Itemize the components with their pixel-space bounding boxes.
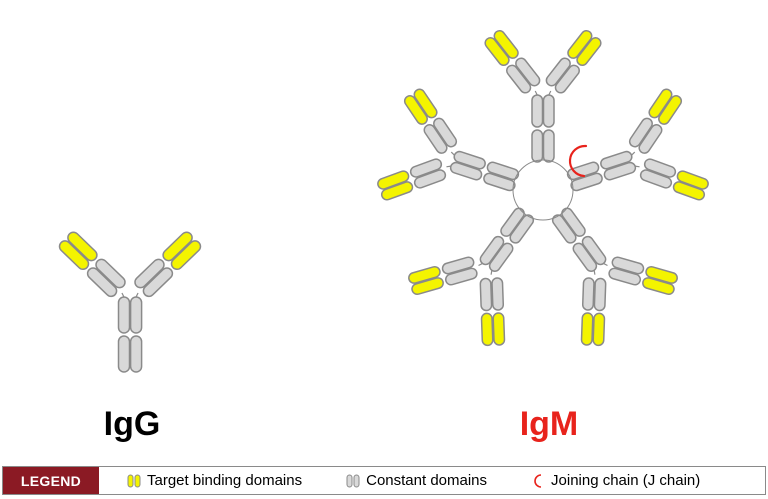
- constant-domain: [611, 256, 645, 275]
- binding-domain: [493, 29, 519, 59]
- legend-label-constant: Constant domains: [366, 472, 488, 489]
- constant-domain: [509, 214, 535, 244]
- binding-domain: [162, 231, 193, 262]
- constant-domain: [572, 242, 598, 272]
- hinge-link: [135, 292, 139, 298]
- constant-domain: [479, 277, 493, 312]
- constant-domain: [542, 94, 555, 128]
- gray-domain-pair-icon: [346, 474, 360, 487]
- constant-domain: [506, 64, 532, 94]
- hinge-link: [635, 165, 640, 168]
- constant-domain: [483, 172, 516, 192]
- hinge-link: [631, 151, 636, 156]
- constant-domain: [561, 207, 586, 237]
- igm-label: IgM: [520, 405, 579, 443]
- constant-domain: [638, 124, 663, 154]
- binding-domain: [592, 312, 606, 347]
- binding-domain: [567, 29, 593, 59]
- binding-domain: [658, 95, 683, 125]
- constant-domain: [129, 296, 143, 334]
- constant-domain: [593, 277, 607, 312]
- constant-domain: [441, 256, 475, 275]
- constant-domain: [531, 94, 544, 128]
- constant-domain: [515, 57, 541, 87]
- legend-item-constant: Constant domains: [346, 472, 487, 489]
- binding-domain: [413, 88, 438, 119]
- legend-label-binding: Target binding domains: [147, 472, 303, 489]
- constant-domain: [581, 235, 607, 266]
- hinge-link: [490, 270, 493, 275]
- legend-title: LEGEND: [3, 467, 99, 494]
- constant-domain: [581, 277, 595, 311]
- constant-domain: [433, 117, 458, 148]
- constant-domain: [491, 277, 505, 311]
- binding-domain: [576, 37, 602, 67]
- binding-domain: [484, 37, 510, 67]
- binding-domain: [480, 312, 494, 347]
- binding-domain: [492, 312, 506, 346]
- binding-domain: [642, 277, 675, 296]
- constant-domain: [545, 57, 571, 87]
- j-chain-arc: [568, 144, 588, 178]
- binding-domain: [580, 312, 594, 346]
- igg-antibody: [58, 231, 202, 373]
- constant-domain: [409, 158, 443, 178]
- binding-domain: [648, 88, 673, 119]
- hinge-link: [548, 90, 552, 96]
- hinge-link: [593, 270, 596, 275]
- constant-domain: [453, 150, 486, 170]
- yellow-domain-pair-icon: [127, 474, 141, 487]
- hinge-link: [450, 151, 455, 156]
- binding-domain: [67, 231, 98, 262]
- hinge-link: [603, 262, 608, 267]
- constant-domain: [600, 150, 633, 170]
- disulfide-ring: [512, 159, 574, 221]
- legend-label-jchain: Joining chain (J chain): [551, 472, 701, 489]
- constant-domain: [86, 267, 118, 298]
- constant-domain: [570, 172, 603, 192]
- binding-domain: [58, 240, 90, 271]
- constant-domain: [551, 214, 577, 244]
- binding-domain: [676, 170, 709, 190]
- hinge-link: [534, 90, 538, 96]
- constant-domain: [117, 335, 131, 373]
- constant-domain: [486, 161, 520, 181]
- igm-antibody: [377, 29, 709, 347]
- constant-domain: [413, 169, 447, 189]
- hinge-link: [121, 292, 125, 298]
- constant-domain: [531, 129, 544, 163]
- igg-label: IgG: [104, 405, 161, 443]
- legend-item-binding: Target binding domains: [127, 472, 302, 489]
- constant-domain: [554, 64, 580, 94]
- constant-domain: [479, 235, 505, 266]
- constant-domain: [500, 207, 525, 237]
- antibody-diagram: IgG IgM: [58, 29, 709, 443]
- j-chain-arc-icon: [534, 473, 542, 488]
- constant-domain: [643, 158, 677, 178]
- constant-domain: [134, 258, 165, 289]
- constant-domain: [608, 267, 642, 286]
- constant-domain: [628, 117, 653, 148]
- binding-domain: [403, 95, 428, 125]
- legend: LEGEND Target binding domains Constant d…: [2, 466, 766, 495]
- constant-domain: [542, 129, 555, 163]
- constant-domain: [488, 242, 514, 272]
- constant-domain: [444, 267, 478, 286]
- binding-domain: [377, 170, 410, 190]
- binding-domain: [411, 277, 444, 296]
- constant-domain: [129, 335, 143, 373]
- legend-item-jchain: Joining chain (J chain): [531, 472, 700, 489]
- constant-domain: [142, 267, 174, 298]
- binding-domain: [672, 181, 706, 201]
- constant-domain: [639, 169, 673, 189]
- constant-domain: [95, 258, 126, 289]
- hinge-link: [478, 262, 483, 267]
- binding-domain: [645, 265, 678, 284]
- binding-domain: [380, 181, 414, 201]
- constant-domain: [117, 296, 131, 334]
- hinge-link: [446, 165, 451, 168]
- binding-domain: [170, 240, 202, 271]
- constant-domain: [423, 124, 448, 154]
- binding-domain: [408, 265, 441, 284]
